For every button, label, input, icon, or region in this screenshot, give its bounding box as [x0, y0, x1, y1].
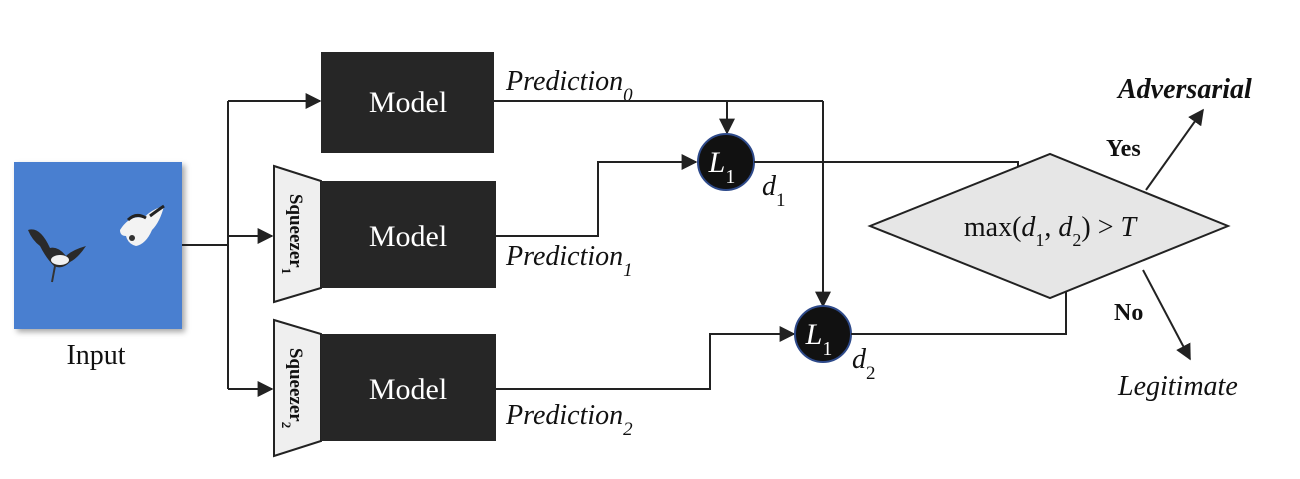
squeezer-2: Squeezer2 — [273, 318, 322, 458]
prediction-1-label: Prediction1 — [505, 241, 633, 281]
model-label: Model — [369, 86, 447, 119]
squeezer-label: Squeezer1 — [280, 194, 307, 274]
squeezer-1: Squeezer1 — [273, 164, 322, 304]
outcome-connectors — [1142, 108, 1204, 361]
no-label: No — [1114, 300, 1143, 326]
model-1: Model — [321, 181, 496, 288]
model-0: Model — [321, 52, 494, 153]
bird-icon — [28, 229, 86, 283]
model-box — [321, 181, 496, 288]
model-2: Model — [321, 334, 496, 441]
input-label: Input — [66, 340, 125, 371]
legitimate-label: Legitimate — [1117, 371, 1238, 402]
model-label: Model — [369, 373, 447, 406]
d1-label: d1 — [762, 171, 786, 211]
l1-node-1: L1 — [697, 133, 755, 191]
bird-icon — [120, 204, 165, 246]
model-box — [321, 334, 496, 441]
prediction-0-label: Prediction0 — [505, 66, 633, 106]
d2-label: d2 — [852, 344, 876, 384]
input-image — [14, 162, 182, 329]
prediction-connectors — [494, 100, 831, 390]
squeezer-label: Squeezer2 — [280, 348, 307, 428]
decision-diamond: max(d1, d2) > T — [867, 152, 1231, 300]
l1-label: L1 — [708, 146, 736, 188]
sky-background — [14, 162, 182, 329]
diamond-shape — [867, 152, 1231, 300]
model-label: Model — [369, 220, 447, 253]
input-connectors — [182, 93, 322, 397]
yes-label: Yes — [1106, 136, 1141, 162]
adversarial-label: Adversarial — [1116, 74, 1252, 105]
decision-condition: max(d1, d2) > T — [964, 212, 1139, 250]
l1-node-2: L1 — [794, 305, 852, 363]
l1-label: L1 — [805, 318, 833, 360]
prediction-2-label: Prediction2 — [505, 400, 633, 440]
model-box — [321, 52, 494, 153]
